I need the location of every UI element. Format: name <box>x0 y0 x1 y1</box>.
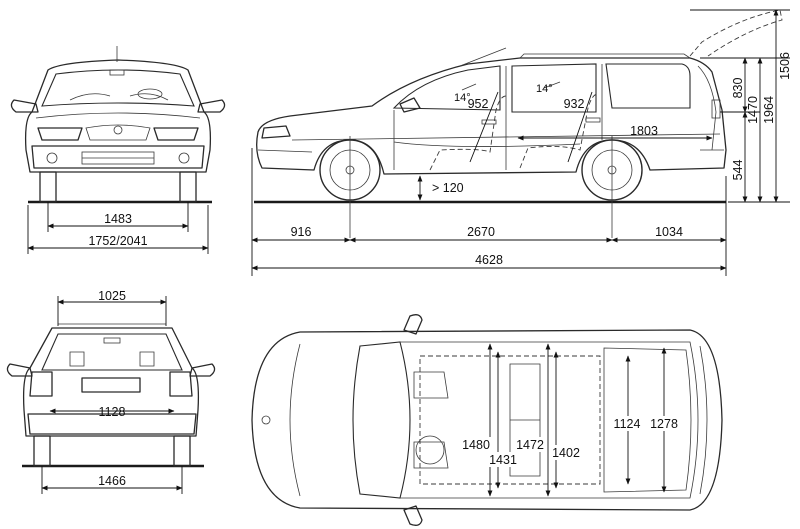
dim-roof-height: 1506 <box>778 52 792 80</box>
side-view <box>251 9 790 276</box>
dim-wheelbase: 2670 <box>467 225 495 239</box>
dim-front-shoulder: 1480 <box>462 438 490 452</box>
dim-rear-width: 1128 <box>99 405 126 419</box>
dim-rear-overhang: 1034 <box>655 225 683 239</box>
dim-seat-angle-front: 14° <box>454 92 471 104</box>
front-view <box>10 46 226 254</box>
dim-cargo-width-arches: 1124 <box>614 417 641 431</box>
dim-overall-length: 4628 <box>475 253 503 267</box>
dim-cargo-length: 1803 <box>630 124 658 138</box>
dim-seat-angle-rear: 14° <box>536 83 553 95</box>
dim-cargo-height: 830 <box>731 78 745 99</box>
dim-rear-track: 1466 <box>98 474 126 488</box>
dim-front-track: 1483 <box>104 212 132 226</box>
top-view <box>251 314 723 526</box>
dim-rear-elbow: 1402 <box>552 446 580 460</box>
dim-tailgate-open-height: 1964 <box>762 96 776 124</box>
dim-ground-clearance: > 120 <box>432 181 464 195</box>
dim-front-width: 1752/2041 <box>88 234 147 248</box>
dim-rear-shoulder: 1472 <box>516 438 544 452</box>
dim-sill-height: 544 <box>731 160 745 181</box>
dim-front-elbow: 1431 <box>489 453 517 467</box>
dim-height-loaded: 1470 <box>746 96 760 124</box>
dim-rear-legroom: 932 <box>564 97 585 111</box>
dim-cargo-width-max: 1278 <box>650 417 678 431</box>
dim-front-legroom: 952 <box>468 97 489 111</box>
dim-front-overhang: 916 <box>291 225 312 239</box>
rear-view <box>6 296 216 494</box>
dim-rear-roof-width: 1025 <box>98 289 126 303</box>
